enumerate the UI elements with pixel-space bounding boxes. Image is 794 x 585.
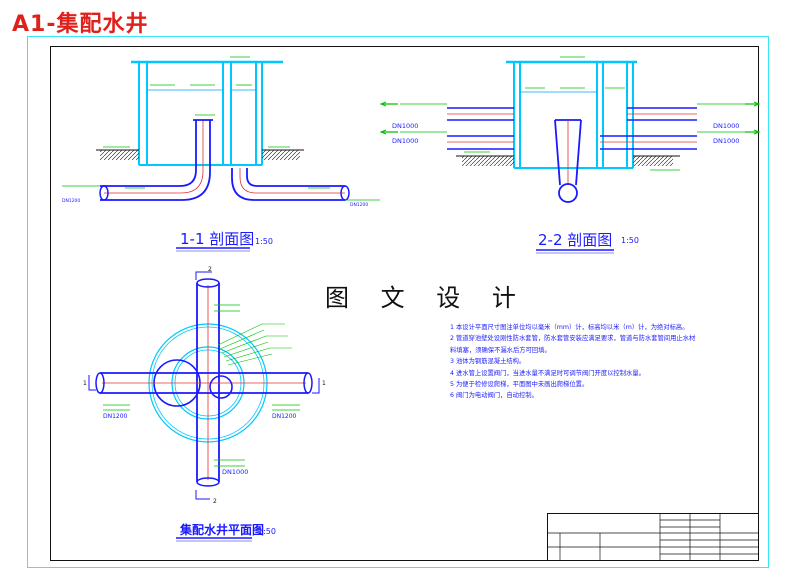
section-mark-bottom: 2 — [213, 498, 217, 505]
section-mark-top: 2 — [208, 266, 212, 273]
section-1-1 — [62, 56, 380, 201]
pipe-label-dn1200-left: DN1200 — [62, 198, 80, 204]
pipe-label-dn1200-right: DN1200 — [350, 202, 368, 208]
note-line: 1 本设计平面尺寸图注单位均以毫米（mm）计，标高均以米（m）计，为绝对标高。 — [450, 324, 689, 331]
title-block-frame — [547, 513, 759, 561]
plan-label-dn1000: DN1000 — [222, 468, 248, 476]
note-line: 6 阀门为电动阀门，自动控制。 — [450, 392, 538, 400]
pipe-label-dn1000-lower-right: DN1000 — [713, 137, 739, 145]
plan-scale: 1:50 — [258, 527, 276, 536]
note-line: 5 为便于检修设爬梯，平面图中未画出爬梯位置。 — [450, 381, 589, 389]
section-1-1-title: 1-1 剖面图 — [180, 230, 254, 248]
pipe-label-dn1000-lower-left: DN1000 — [392, 137, 418, 145]
drawing-title: A1-集配水井 — [12, 12, 149, 37]
watermark: 图 文 设 计 — [325, 284, 528, 312]
pipe-label-dn1000-upper-right: DN1000 — [713, 122, 739, 130]
plan-label-dn1200-left: DN1200 — [103, 413, 128, 420]
section-2-2-title: 2-2 剖面图 — [538, 231, 612, 249]
plan-label-dn1200-right: DN1200 — [272, 413, 297, 420]
section-mark-right: 1 — [322, 380, 326, 387]
section-2-2 — [379, 56, 761, 203]
pipe-label-dn1000-upper-left: DN1000 — [392, 122, 418, 130]
outer-frame — [27, 36, 769, 568]
section-1-1-scale: 1:50 — [255, 237, 273, 246]
note-line: 3 池体为钢筋混凝土结构。 — [450, 358, 526, 366]
section-mark-left: 1 — [83, 380, 87, 387]
design-notes: 1 本设计平面尺寸图注单位均以毫米（mm）计，标高均以米（m）计，为绝对标高。 … — [450, 322, 722, 402]
plan-title: 集配水井平面图 — [179, 522, 264, 537]
title-block — [547, 513, 759, 561]
note-line: 料填塞，须确保不漏水后方可回填。 — [450, 346, 551, 354]
section-2-2-scale: 1:50 — [621, 236, 639, 245]
plan-view — [88, 271, 320, 500]
note-line: 2 管道穿池壁处设刚性防水套管，防水套管安装应满足要求，管道与防水套管间用止水材 — [450, 335, 696, 343]
note-line: 4 进水管上设置阀门，当进水量不满足时可调节阀门开度以控制水量。 — [450, 369, 645, 377]
drawing-frame — [50, 46, 759, 561]
